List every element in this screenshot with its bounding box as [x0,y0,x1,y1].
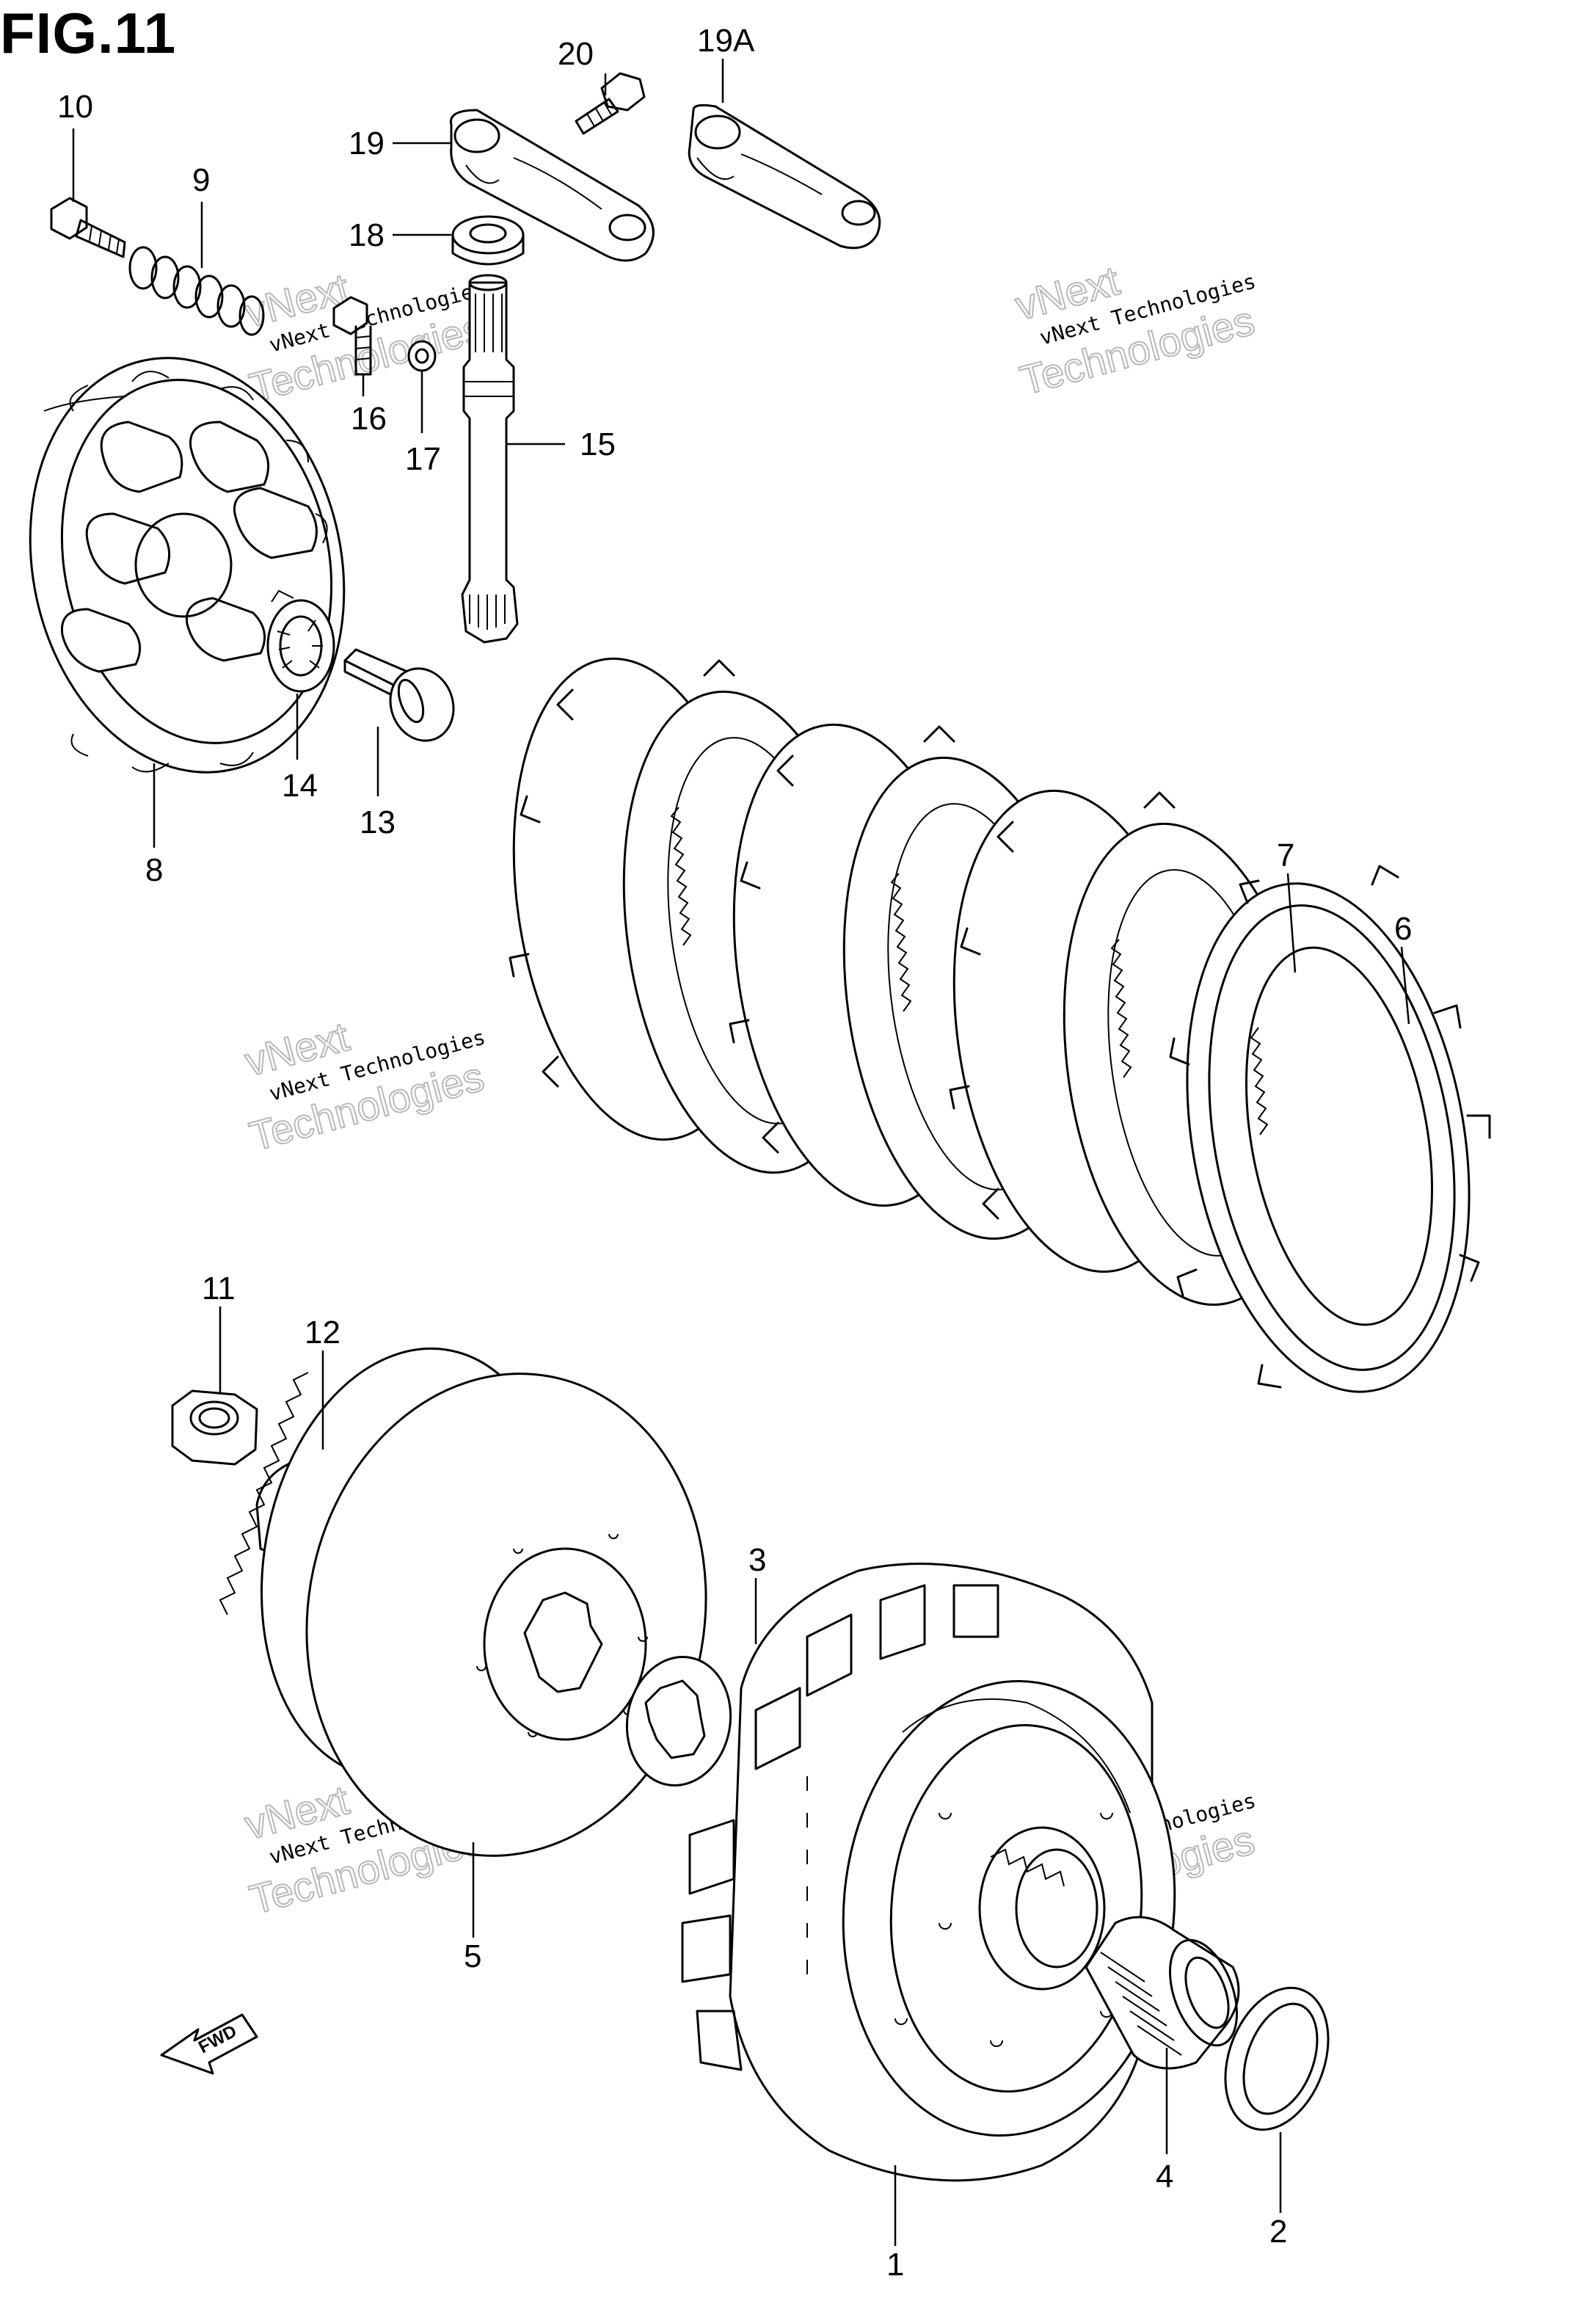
part-1-clutch-housing [681,1563,1176,2182]
clutch-plate-stack [509,657,1491,1393]
callout-1: 1 [886,2247,904,2283]
part-15-shaft [461,274,519,644]
callout-8: 8 [145,852,163,888]
fwd-arrow: FWD [160,2013,258,2075]
callout-19a: 19A [697,23,755,59]
part-19a-lever [688,103,881,250]
callout-3: 3 [748,1542,766,1578]
watermark-3: vNext vNext Technologies Technologies [239,1012,489,1160]
part-20-bolt [575,72,646,135]
part-3-thrust-washer [625,1655,732,1787]
watermark-2: vNext vNext Technologies Technologies [1010,256,1260,404]
callout-9: 9 [192,162,210,198]
callout-18: 18 [349,217,385,253]
callout-labels: 10 9 20 19A 19 18 16 17 15 14 13 8 7 6 1… [57,23,1412,2283]
part-4-needle-bearing [1085,1916,1240,2070]
callout-11: 11 [202,1270,236,1306]
callout-16: 16 [351,401,387,437]
part-19-lever [449,109,655,262]
callout-20: 20 [558,36,594,72]
callout-14: 14 [282,768,318,804]
callout-6: 6 [1394,911,1412,947]
callout-17: 17 [405,441,441,477]
part-9-spring [128,246,265,336]
part-18-oil-seal [451,215,525,266]
part-8-pressure-plate [29,357,346,774]
figure-title: FIG.11 [0,1,177,65]
callout-10: 10 [57,89,93,125]
leader-lines [72,59,1410,2246]
part-6-friction-plate [1169,865,1491,1393]
callout-15: 15 [580,426,616,462]
part-16-bolt [332,296,372,376]
part-11-nut [171,1389,258,1466]
part-17-washer [407,340,437,372]
callout-13: 13 [360,804,396,840]
callout-5: 5 [464,1938,481,1974]
callout-19: 19 [349,126,385,161]
callout-4: 4 [1156,2159,1173,2195]
callout-7: 7 [1277,837,1294,873]
part-5-primary-driven-gear [219,1347,707,1857]
callout-12: 12 [305,1315,340,1351]
part-13-pushrod-piece [343,648,455,742]
callout-2: 2 [1269,2214,1287,2250]
part-10-bolt [50,197,126,258]
part-2-washer [1224,1986,1330,2131]
